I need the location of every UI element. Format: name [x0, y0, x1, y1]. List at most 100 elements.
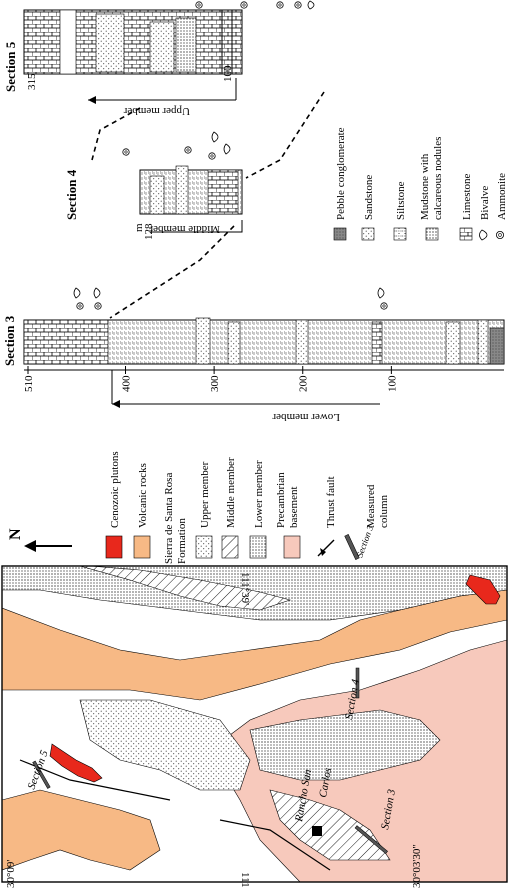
lat-top-label: 30°09' [5, 860, 17, 888]
legend-swatch-siltstone [393, 227, 407, 241]
legend-formation-line2: Formation [176, 518, 188, 564]
middle-member-bracket [150, 220, 243, 233]
legend-sandstone: Sandstone [363, 175, 375, 220]
rancho-label-line2: Carlos [317, 767, 334, 799]
legend-formation: Sierra de Santa Rosa [163, 473, 175, 564]
measured-column-symbol [354, 825, 388, 854]
legend-swatch-pebble [333, 227, 347, 241]
legend-middle: Middle member [225, 457, 237, 528]
bivalve-icon [307, 0, 315, 10]
legend-swatch-middle [221, 535, 239, 559]
ammonite-icon [276, 1, 284, 9]
ammonite-icon [184, 146, 192, 154]
legend-siltstone: Siltstone [395, 181, 407, 220]
volcanic-area [2, 789, 161, 871]
bivalve-icon [73, 287, 81, 299]
section-3-tick-label: 400 [120, 375, 132, 392]
middle-member-area [269, 789, 391, 861]
legend-cenozoic: Cenozoic plutons [109, 451, 121, 528]
upper-member-arrowhead [88, 96, 96, 104]
legend-precambrian: Precambrian [275, 472, 287, 528]
section-4-unit: m [133, 223, 145, 232]
legend-swatch-precambrian [283, 535, 301, 559]
legend-ammonite: Ammonite [496, 173, 508, 220]
section-5-top-label: 315 [26, 73, 38, 90]
section-4-column [139, 165, 243, 215]
correlation-line [109, 225, 235, 319]
section-4-title: Section 4 [64, 169, 79, 220]
north-label: N [7, 528, 24, 540]
map-panel: 30°09' 30°03'30" 111°44' 111°39' Section… [1, 565, 508, 888]
legend-bivalve: Bivalve [479, 186, 491, 220]
ammonite-icon [94, 302, 102, 310]
bivalve-icon [223, 143, 231, 155]
measured-column-symbol [32, 760, 51, 789]
lower-member-area [249, 709, 441, 781]
upper-member-label: Upper member [123, 105, 190, 117]
legend-lower: Lower member [253, 460, 265, 528]
section-3-ticks: 510 400 300 200 100 [23, 366, 398, 392]
legend-mudstone-line2: calcareous nodules [432, 137, 444, 220]
legend-swatch-volcanic [133, 535, 151, 559]
section-5-title: Section 5 [3, 41, 18, 92]
thrust-fault-line [219, 819, 331, 871]
section-3-axis: 510 400 300 200 100 [23, 366, 504, 392]
map-legend: N Cenozoic plutons Volcanic rocks Sierra… [7, 451, 390, 564]
lon-right-label: 111°39' [239, 572, 251, 605]
ammonite-icon [76, 302, 84, 310]
geologic-map [2, 566, 507, 882]
legend-limestone: Limestone [461, 173, 473, 220]
bivalve-icon [211, 131, 219, 143]
legend-swatch-cenozoic [105, 535, 123, 559]
section-3-tick-label: 200 [298, 375, 310, 392]
sections-panel: Section 5 315 100 Upper member [2, 0, 508, 423]
ammonite-icon [294, 1, 302, 9]
ammonite-icon [195, 1, 203, 9]
correlation-line [245, 91, 325, 179]
volcanic-area [2, 589, 507, 701]
legend-volcanic: Volcanic rocks [137, 463, 149, 528]
ammonite-icon [495, 230, 504, 239]
section-3-title: Section 3 [2, 315, 17, 366]
lower-member-label: Lower member [272, 411, 340, 423]
thrust-fault-line [19, 759, 171, 801]
bivalve-icon [93, 287, 101, 299]
legend-pebble: Pebble conglomerate [335, 127, 347, 220]
cenozoic-pluton [465, 574, 501, 605]
map-frame [1, 565, 508, 883]
legend-precambrian-line2: basement [288, 486, 300, 528]
section-4-top-label: 128 [143, 223, 155, 240]
upper-member-area [79, 699, 251, 791]
section-3-tick-label: 100 [386, 375, 398, 392]
section-3-tick-label: 300 [209, 375, 221, 392]
middle-member-area [2, 566, 292, 611]
bivalve-icon [377, 287, 385, 299]
legend-measured-symbol [344, 534, 360, 560]
bivalve-icon [479, 229, 488, 241]
correlation-line [91, 107, 141, 161]
legend-measured-line2: column [378, 495, 390, 528]
legend-swatch-limestone [459, 227, 473, 241]
section-5-column [23, 9, 243, 75]
legend-upper: Upper member [199, 461, 211, 528]
legend-swatch-upper [195, 535, 213, 559]
section-3-tick-label: 510 [23, 375, 35, 392]
measured-column-symbol [355, 667, 360, 699]
legend-mudstone: Mudstone with [419, 153, 431, 220]
legend-swatch-mudstone [425, 227, 439, 241]
legend-swatch-sandstone [361, 227, 375, 241]
legend-swatch-lower [249, 535, 267, 559]
lower-member-arrowhead [112, 400, 120, 408]
ammonite-icon [380, 302, 388, 310]
thrust-tooth-icon [320, 548, 326, 556]
cenozoic-pluton [49, 743, 103, 783]
ammonite-icon [208, 152, 216, 160]
column-legend: Pebble conglomerate Sandstone Siltstone … [333, 127, 508, 241]
lon-left-label: 111°44' [239, 872, 251, 888]
ammonite-icon [122, 148, 130, 156]
middle-member-label: Middle member [149, 223, 220, 235]
legend-measured: Measured [365, 484, 377, 528]
rancho-marker [312, 826, 322, 836]
north-arrow [24, 540, 72, 552]
